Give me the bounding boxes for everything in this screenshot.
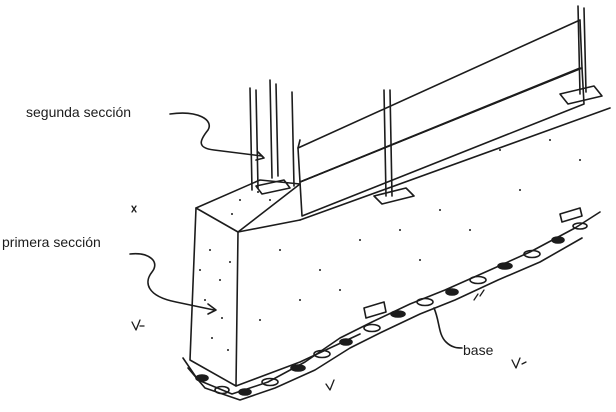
primera-seccion-label: primera sección <box>2 234 101 250</box>
segunda-seccion-formwork <box>297 19 585 217</box>
rebars <box>249 5 587 197</box>
base-footing <box>182 207 601 401</box>
primera-seccion-block <box>189 139 581 387</box>
footing-plates <box>255 85 603 205</box>
segunda-seccion-label: segunda sección <box>26 104 132 120</box>
base-label: base <box>463 342 494 358</box>
leader-lines <box>129 112 463 349</box>
slab-surface <box>299 107 611 221</box>
scribbles <box>131 205 527 391</box>
